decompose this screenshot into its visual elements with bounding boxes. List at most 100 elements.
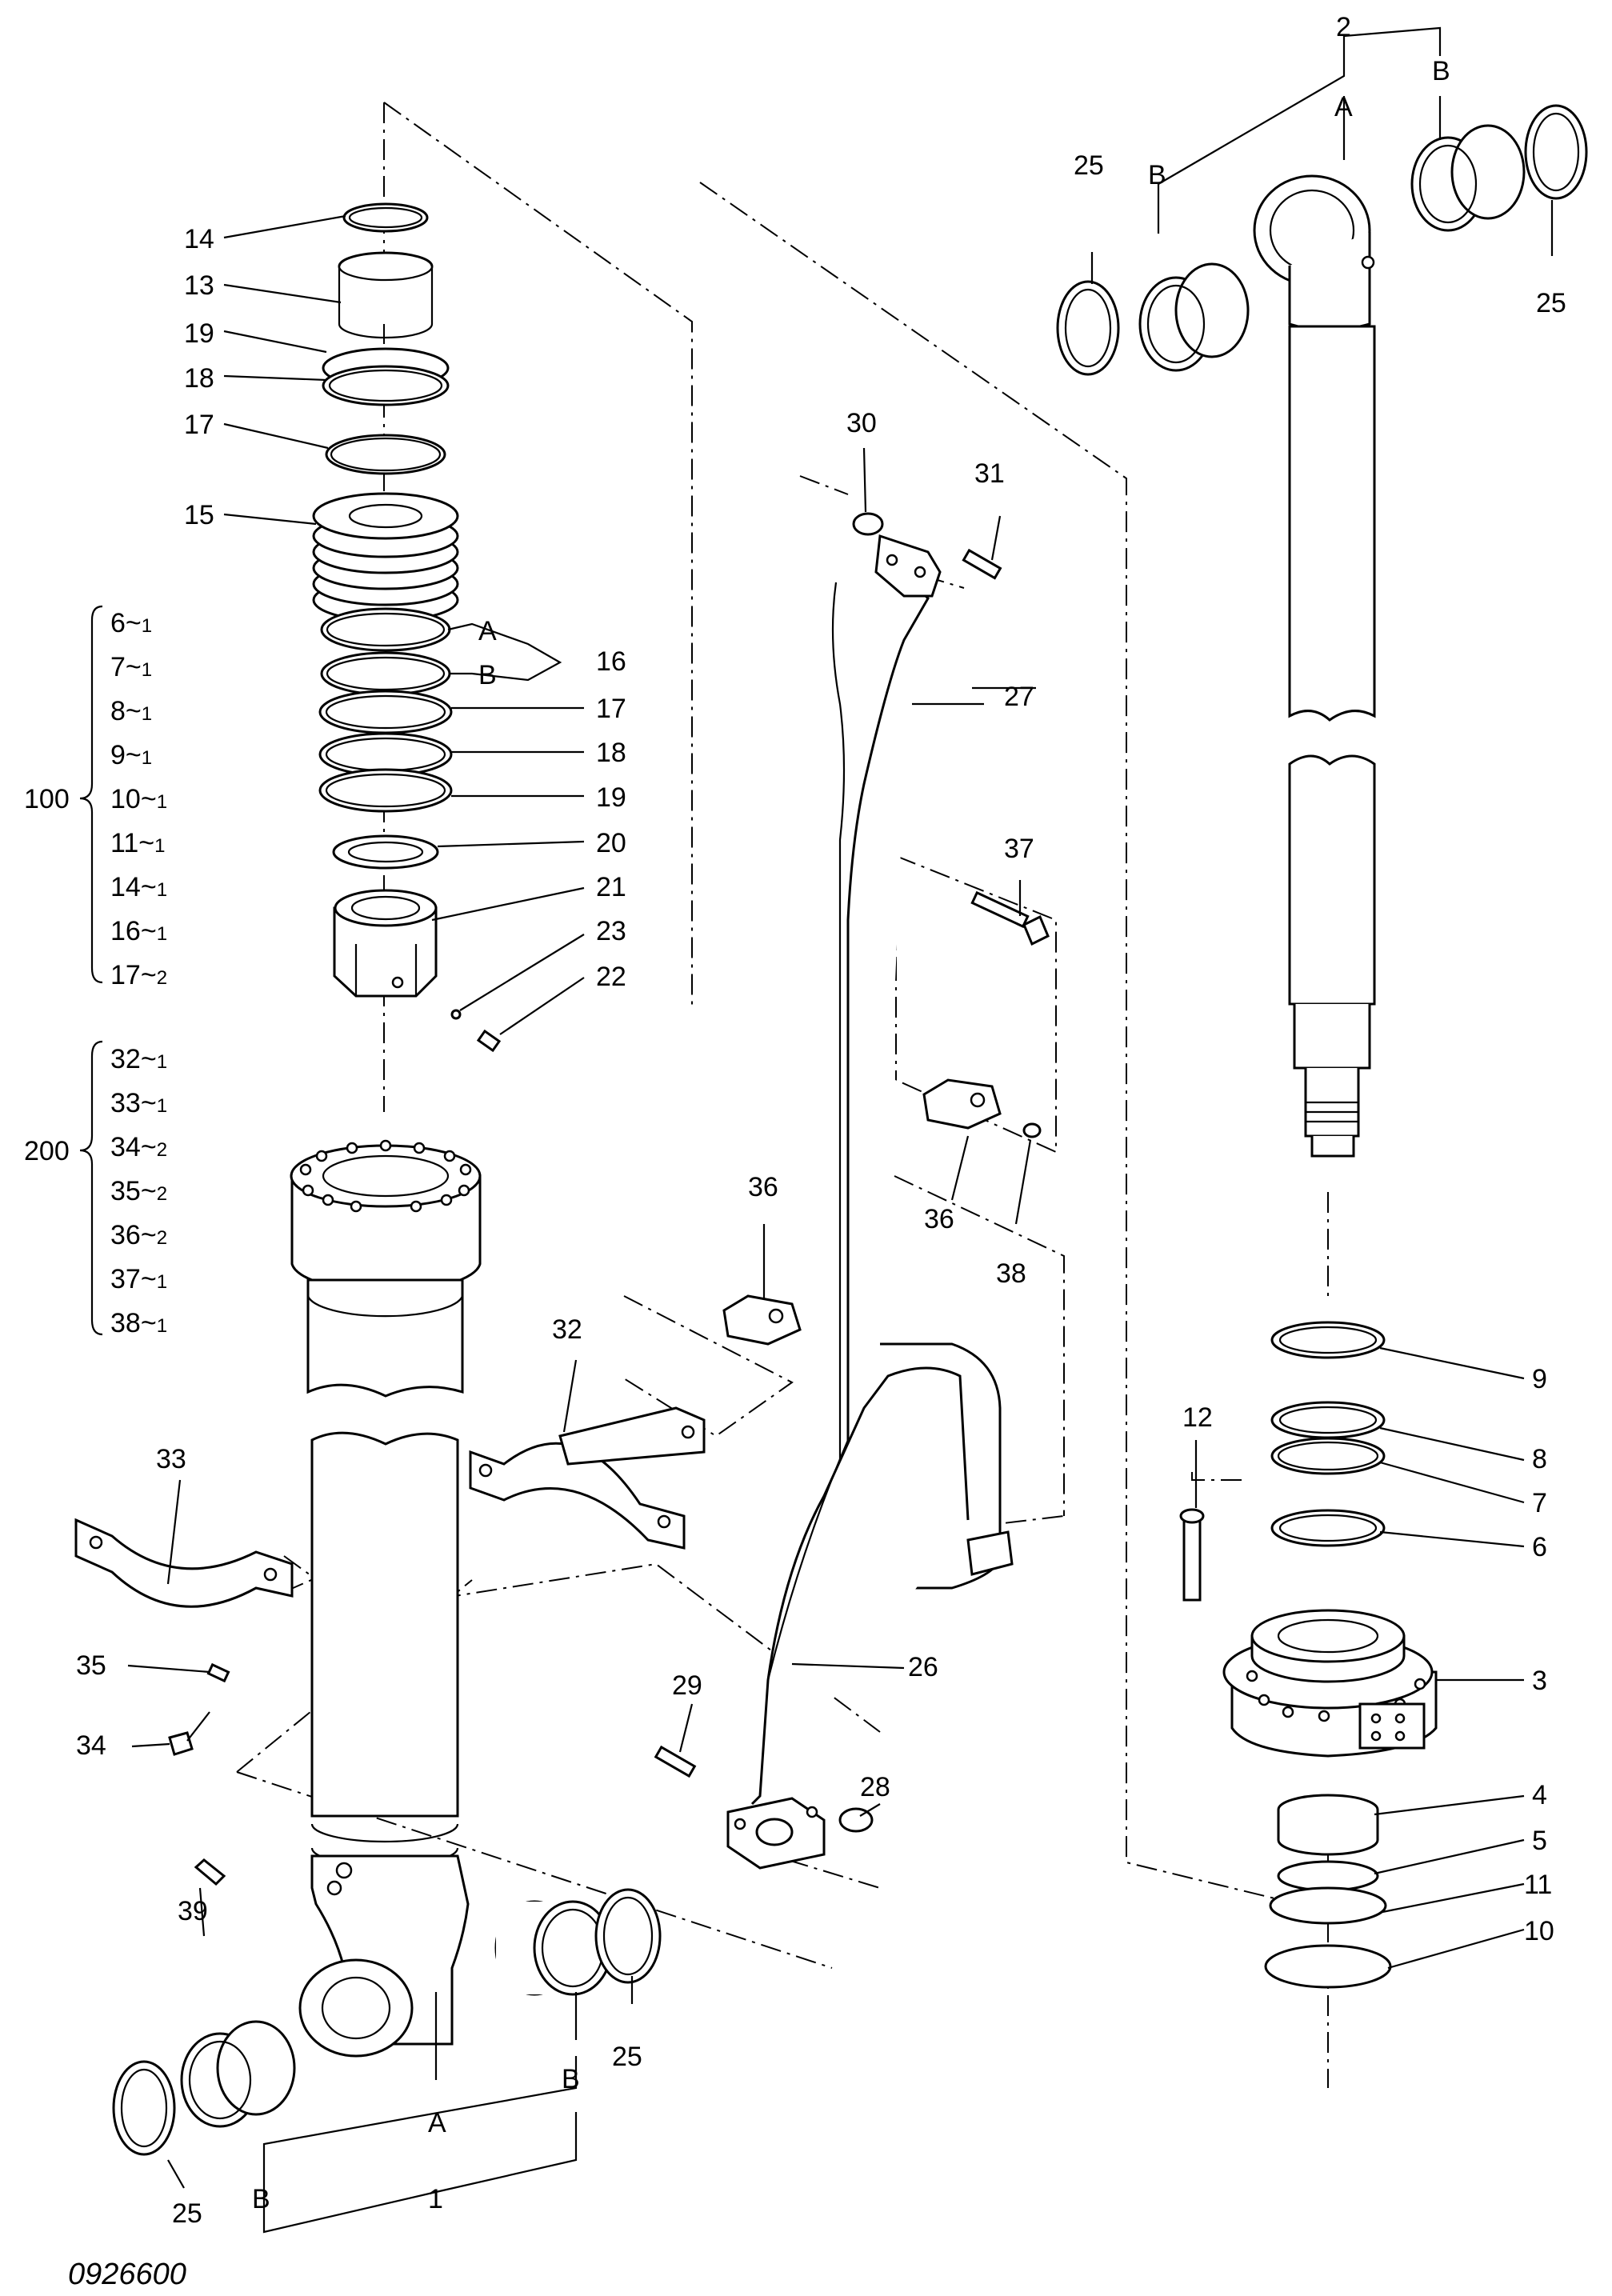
callout-35: 35 <box>76 1650 106 1681</box>
kit-200-item: 34~2 <box>110 1132 167 1162</box>
letter-a-bottom: A <box>428 2108 446 2138</box>
washer-38 <box>1022 1122 1042 1138</box>
piston-nut-21 <box>333 889 438 998</box>
svg-text:11~1: 11~1 <box>110 828 166 858</box>
seal-ring-14 <box>342 202 429 233</box>
callout-15: 15 <box>184 500 214 530</box>
kit-100-label: 100 <box>24 784 70 814</box>
callout-19-lower: 19 <box>596 782 626 813</box>
callout-25-bottom-right: 25 <box>612 2042 642 2072</box>
callout-29: 29 <box>672 1670 702 1701</box>
callout-38: 38 <box>996 1258 1026 1289</box>
callout-7: 7 <box>1532 1488 1547 1518</box>
callout-6: 6 <box>1532 1532 1547 1562</box>
pipe-flange-upper <box>874 534 942 598</box>
kit-200-label: 200 <box>24 1136 70 1166</box>
callout-31: 31 <box>974 458 1005 489</box>
seal-bottom-left-25 <box>112 2060 176 2156</box>
callout-18-lower: 18 <box>596 738 626 768</box>
bolt-12 <box>1179 1508 1205 1602</box>
letter-a-top: A <box>1334 92 1353 122</box>
callout-14: 14 <box>184 224 214 254</box>
clamp-33 <box>74 1518 294 1608</box>
bushing-top-left <box>1138 262 1250 372</box>
o-ring-17-upper <box>325 434 446 475</box>
callout-20: 20 <box>596 828 626 858</box>
rod-eye-top <box>1253 174 1375 331</box>
svg-text:33~1: 33~1 <box>110 1088 167 1118</box>
callout-33: 33 <box>156 1444 186 1474</box>
svg-text:7~1: 7~1 <box>110 652 152 682</box>
letter-b-bottom-left: B <box>252 2184 270 2214</box>
leader-lines <box>127 26 1554 2234</box>
callout-16: 16 <box>596 646 626 677</box>
callout-12: 12 <box>1182 1402 1213 1433</box>
bolt-37 <box>970 890 1050 946</box>
kit-100-list: 100 6~1 7~1 8~1 9~1 10~1 11~1 14~1 16~1 … <box>24 608 167 990</box>
kit-200-item: 32~1 <box>110 1044 167 1074</box>
callout-36-right: 36 <box>924 1204 954 1234</box>
kit-100-item: 9~1 <box>110 740 152 770</box>
cylinder-tube-upper <box>306 1278 464 1398</box>
callout-27: 27 <box>1004 682 1034 712</box>
kit-100-brace <box>79 605 103 984</box>
piston-15 <box>312 492 459 622</box>
callout-2: 2 <box>1336 12 1351 42</box>
svg-text:37~1: 37~1 <box>110 1264 167 1294</box>
svg-text:8~1: 8~1 <box>110 696 152 726</box>
wear-rings-18-19 <box>322 347 450 406</box>
seal-rings-16 <box>320 607 451 696</box>
clamp-32 <box>469 1406 706 1550</box>
grease-fitting-39 <box>194 1858 226 1886</box>
callout-5: 5 <box>1532 1826 1547 1856</box>
callout-34: 34 <box>76 1730 106 1761</box>
svg-text:36~2: 36~2 <box>110 1220 167 1250</box>
ring-7 <box>1270 1437 1386 1475</box>
ring-11 <box>1269 1886 1387 1925</box>
callout-19-top: 19 <box>184 318 214 349</box>
callout-25-bottom-left: 25 <box>172 2198 202 2229</box>
seal-top-right-25 <box>1524 104 1588 200</box>
svg-text:35~2: 35~2 <box>110 1176 167 1206</box>
ring-6 <box>1270 1509 1386 1547</box>
ring-5 <box>1277 1860 1379 1892</box>
callout-4: 4 <box>1532 1780 1547 1810</box>
letter-a-16: A <box>478 616 497 646</box>
letter-b-top-right: B <box>1432 56 1450 86</box>
bushing-bottom-left <box>180 2020 296 2128</box>
svg-text:9~1: 9~1 <box>110 740 152 770</box>
letter-labels: A B B A B A B B <box>252 56 1450 2214</box>
kit-200-item: 36~2 <box>110 1220 167 1250</box>
cylinder-base-eye <box>298 1854 470 2058</box>
cylinder-head-3 <box>1222 1609 1438 1758</box>
cylinder-head-flange <box>290 1139 482 1293</box>
callout-30: 30 <box>846 408 877 438</box>
bracket-36-left <box>722 1294 802 1346</box>
ball-23 <box>450 1009 462 1020</box>
bracket-36-right <box>922 1078 1002 1130</box>
kit-100-item: 10~1 <box>110 784 167 814</box>
callout-21: 21 <box>596 872 626 902</box>
kit-100-item: 7~1 <box>110 652 152 682</box>
callout-1: 1 <box>428 2184 443 2214</box>
o-ring-30 <box>852 512 884 536</box>
bushing-4 <box>1277 1794 1379 1856</box>
callout-26: 26 <box>908 1652 938 1682</box>
callout-8: 8 <box>1532 1444 1547 1474</box>
svg-text:32~1: 32~1 <box>110 1044 167 1074</box>
piston-rod-lower <box>1288 754 1376 1158</box>
kit-100-item: 14~1 <box>110 872 167 902</box>
pipe-flange-lower <box>726 1797 826 1870</box>
set-screw-22 <box>476 1029 502 1053</box>
callout-10: 10 <box>1524 1916 1554 1946</box>
callout-3: 3 <box>1532 1666 1547 1696</box>
kit-200-list: 200 32~1 33~1 34~2 35~2 36~2 37~1 38~1 <box>24 1044 167 1338</box>
washer-20 <box>332 834 439 870</box>
callout-36-left: 36 <box>748 1172 778 1202</box>
callout-18-top: 18 <box>184 363 214 394</box>
callout-17-top: 17 <box>184 410 214 440</box>
cylinder-tube-lower <box>310 1431 459 1867</box>
callout-25-top-right: 25 <box>1536 288 1566 318</box>
callout-28: 28 <box>860 1772 890 1802</box>
